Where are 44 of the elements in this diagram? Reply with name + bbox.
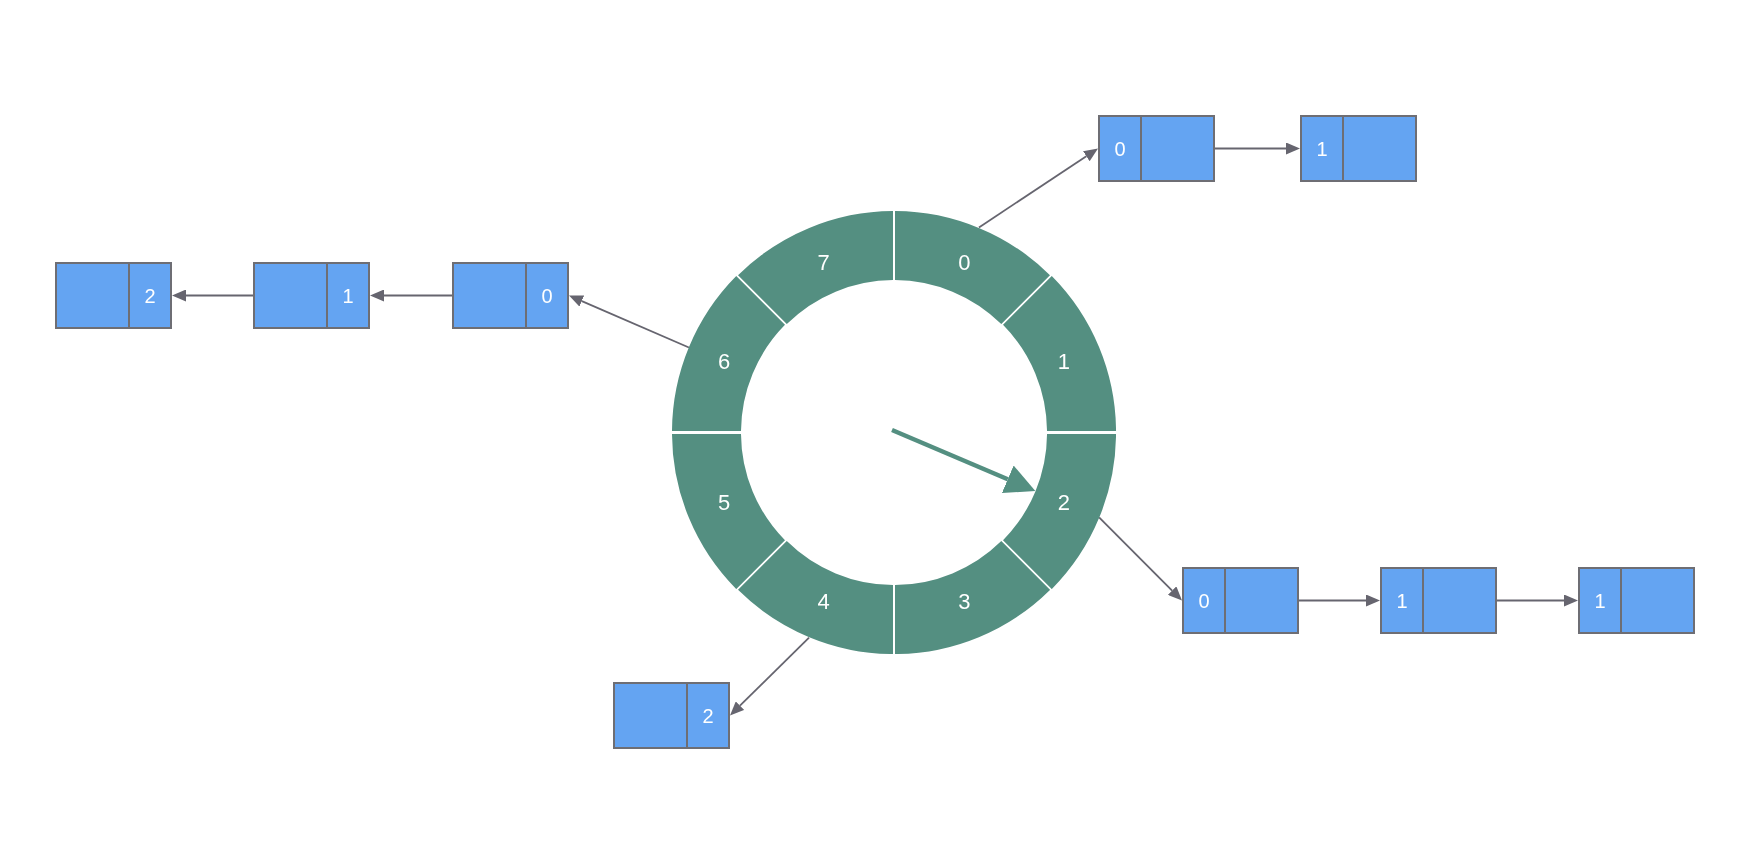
arrow bbox=[1298, 594, 1380, 607]
ring-segment bbox=[895, 210, 1051, 324]
node-value: 2 bbox=[144, 285, 156, 306]
arrow bbox=[172, 289, 254, 302]
arrow bbox=[1496, 594, 1578, 607]
list-node bbox=[1182, 567, 1299, 634]
ring-segment bbox=[1002, 276, 1116, 432]
node-value: 1 bbox=[1594, 590, 1606, 611]
list-node bbox=[1380, 567, 1497, 634]
arrow bbox=[730, 636, 810, 716]
arrow bbox=[569, 295, 690, 349]
segment-number: 6 bbox=[717, 351, 731, 374]
ring-segment bbox=[737, 210, 893, 324]
ring-segment bbox=[672, 276, 786, 432]
list-node bbox=[613, 682, 730, 749]
ring-segment bbox=[737, 541, 893, 655]
node-value: 1 bbox=[1316, 138, 1328, 159]
node-value: 2 bbox=[702, 705, 714, 726]
node-value: 0 bbox=[1114, 138, 1126, 159]
node-value: 1 bbox=[342, 285, 354, 306]
list-node bbox=[1578, 567, 1695, 634]
node-value: 1 bbox=[1396, 590, 1408, 611]
pointer-arrow bbox=[891, 427, 1036, 494]
arrow bbox=[1214, 142, 1300, 155]
node-value: 0 bbox=[541, 285, 553, 306]
segment-number: 4 bbox=[817, 591, 830, 614]
arrow bbox=[978, 148, 1098, 229]
segment-number: 1 bbox=[1057, 351, 1071, 374]
ring-segment bbox=[895, 541, 1051, 655]
list-node bbox=[253, 262, 370, 329]
segment-number: 5 bbox=[717, 491, 731, 514]
segment-number: 7 bbox=[817, 251, 830, 274]
ring-segment bbox=[672, 433, 786, 589]
arrow bbox=[370, 289, 453, 302]
list-node bbox=[1098, 115, 1215, 182]
ring-segment bbox=[1002, 433, 1116, 589]
list-node bbox=[1300, 115, 1417, 182]
segment-number: 2 bbox=[1057, 491, 1071, 514]
segment-number: 0 bbox=[958, 251, 971, 274]
list-node bbox=[452, 262, 569, 329]
list-node bbox=[55, 262, 172, 329]
arrow bbox=[1098, 516, 1182, 601]
node-value: 0 bbox=[1198, 590, 1210, 611]
segment-number: 3 bbox=[958, 591, 971, 614]
